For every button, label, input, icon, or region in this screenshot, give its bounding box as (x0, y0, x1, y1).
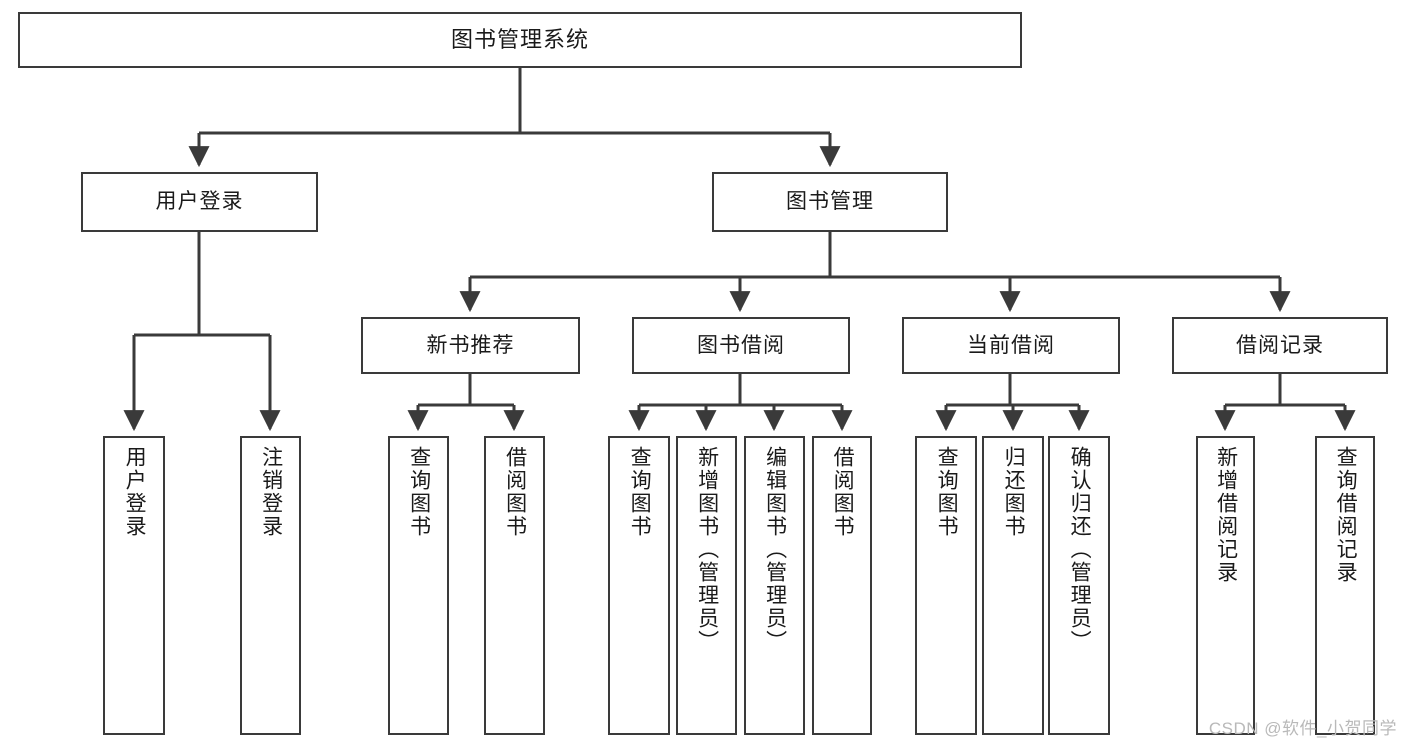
node-book-management-label: 图书管理 (786, 190, 874, 214)
leaf-borrow-book[interactable]: 借阅图书 (812, 436, 872, 735)
leaf-label: 归还图书 (1002, 446, 1026, 538)
node-root[interactable]: 图书管理系统 (18, 12, 1022, 68)
leaf-query-book-current[interactable]: 查询图书 (915, 436, 977, 735)
leaf-label: 查询图书 (407, 446, 431, 538)
node-user-login[interactable]: 用户登录 (81, 172, 318, 232)
leaf-confirm-return-admin[interactable]: 确认归还（管理员） (1048, 436, 1110, 735)
leaf-label: 新增图书（管理员） (695, 446, 719, 653)
node-current-borrow-label: 当前借阅 (967, 333, 1055, 357)
leaf-label: 借阅图书 (503, 446, 527, 538)
leaf-return-book[interactable]: 归还图书 (982, 436, 1044, 735)
leaf-edit-book-admin[interactable]: 编辑图书（管理员） (744, 436, 805, 735)
leaf-label: 新增借阅记录 (1214, 446, 1238, 584)
leaf-label: 编辑图书（管理员） (763, 446, 787, 653)
node-book-borrow-label: 图书借阅 (697, 333, 785, 357)
node-book-management[interactable]: 图书管理 (712, 172, 948, 232)
leaf-add-book-admin[interactable]: 新增图书（管理员） (676, 436, 737, 735)
node-borrow-record[interactable]: 借阅记录 (1172, 317, 1388, 374)
leaf-label: 借阅图书 (831, 446, 855, 538)
node-new-book-recommend[interactable]: 新书推荐 (361, 317, 580, 374)
node-user-login-label: 用户登录 (155, 190, 244, 214)
leaf-label: 用户登录 (123, 446, 147, 538)
leaf-label: 注销登录 (259, 446, 283, 538)
node-borrow-record-label: 借阅记录 (1236, 333, 1324, 357)
leaf-user-login[interactable]: 用户登录 (103, 436, 165, 735)
leaf-label: 查询图书 (628, 446, 652, 538)
leaf-query-book-borrow[interactable]: 查询图书 (608, 436, 670, 735)
leaf-query-book-recommend[interactable]: 查询图书 (388, 436, 449, 735)
leaf-label: 确认归还（管理员） (1068, 446, 1092, 653)
node-current-borrow[interactable]: 当前借阅 (902, 317, 1120, 374)
leaf-query-borrow-record[interactable]: 查询借阅记录 (1315, 436, 1375, 735)
leaf-user-logout[interactable]: 注销登录 (240, 436, 301, 735)
node-book-borrow[interactable]: 图书借阅 (632, 317, 850, 374)
csdn-watermark: CSDN @软件_小贺同学 (1208, 719, 1397, 738)
node-root-label: 图书管理系统 (450, 26, 589, 52)
leaf-label: 查询图书 (935, 446, 959, 538)
leaf-label: 查询借阅记录 (1334, 446, 1358, 584)
leaf-add-borrow-record[interactable]: 新增借阅记录 (1196, 436, 1255, 735)
node-new-book-recommend-label: 新书推荐 (426, 333, 515, 357)
leaf-borrow-book-recommend[interactable]: 借阅图书 (484, 436, 545, 735)
